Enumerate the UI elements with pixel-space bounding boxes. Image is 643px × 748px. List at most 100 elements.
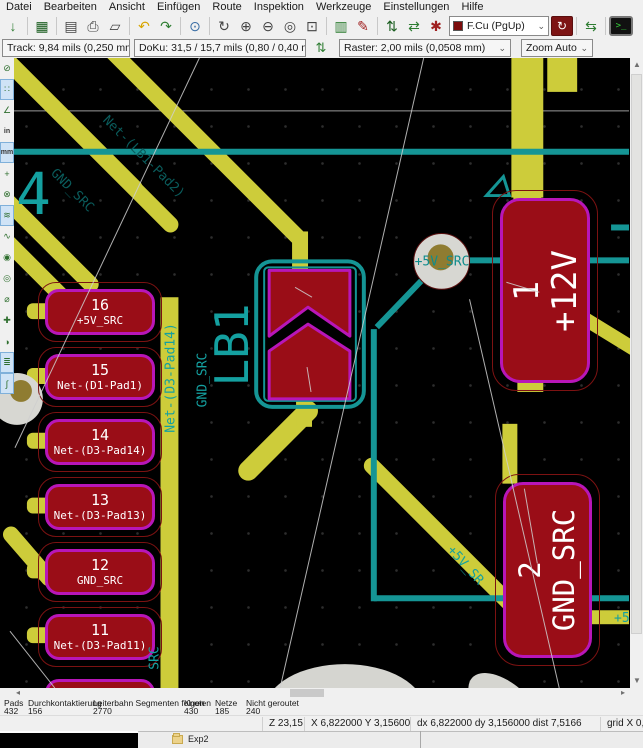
grid-visibility-icon[interactable]: ∷ [0,79,14,100]
track-width-value: Track: 9,84 mils (0,250 mm) * [7,42,129,54]
menu-einfuegen[interactable]: Einfügen [156,1,201,13]
chevron-down-icon: ⌄ [580,42,588,53]
menu-inspektion[interactable]: Inspektion [253,1,304,13]
track-via-swap-icon[interactable]: ⇅ [315,40,327,55]
net-label-src-vertical: SRC [147,646,163,670]
update-netlist-icon[interactable]: ⇅ [386,17,398,34]
scroll-left-icon[interactable]: ◂ [16,688,21,697]
zoom-fit-icon[interactable]: ◎ [283,17,297,34]
zoom-in-icon[interactable]: ⊕ [240,17,252,34]
swap-layers-icon[interactable]: ⇆ [585,17,597,34]
track-outline-icon[interactable]: ⌀ [4,294,10,304]
pad-13[interactable]: 13 Net-(D3-Pad13) [45,484,155,530]
layer-select[interactable]: F.Cu (PgUp) ⌄ [449,16,549,36]
print-icon[interactable]: ⎙ [87,17,99,34]
folder-icon [172,733,183,744]
menu-ansicht[interactable]: Ansicht [108,1,145,13]
zoom-select[interactable]: Zoom Auto ⌄ [521,39,593,57]
status-tracks-label: Leiterbahn Segmenten folgen [93,698,205,708]
pad-number: 14 [90,426,110,444]
via-display-icon[interactable]: ◎ [3,273,11,283]
save-icon[interactable]: ↓ [9,18,17,34]
vertical-scroll-thumb[interactable] [631,74,642,634]
zoom-out-icon[interactable]: ⊖ [262,17,274,34]
toolbar-separator [56,17,57,35]
layer-select-value: F.Cu (PgUp) [467,20,525,32]
units-mm-icon[interactable]: mm [0,142,14,163]
net-label-d3-pad14-vertical: Net-(D3-Pad14) [163,323,179,433]
pad-14[interactable]: 14 Net-(D3-Pad14) [45,419,155,465]
refresh-view-icon[interactable]: ↻ [218,17,230,34]
menu-einstellungen[interactable]: Einstellungen [383,1,450,13]
pad12-outline [38,542,162,602]
redo-icon[interactable]: ↷ [160,17,172,34]
scroll-up-icon[interactable]: ▲ [633,60,641,69]
microwave-tools-icon[interactable]: ∫ [0,373,14,394]
find-icon[interactable]: ⊙ [189,17,201,34]
scroll-down-icon[interactable]: ▼ [633,676,641,685]
drc-off-icon[interactable]: ⊘ [3,63,11,73]
scroll-right-icon[interactable]: ▸ [621,688,626,697]
pad2-number: 2 [513,561,547,579]
scripting-console-icon[interactable]: >_ [609,16,633,36]
scrollbar-corner [630,688,643,698]
pad-net: Net-(D1-Pad1) [56,379,144,392]
via-size-select[interactable]: DoKu: 31,5 / 15,7 mils (0,80 / 0,40 mm) … [134,39,306,57]
menu-route[interactable]: Route [212,1,242,13]
horizontal-scrollbar[interactable]: ◂ ▸ [14,688,630,698]
footprint-library-icon[interactable]: ▥ [334,17,348,34]
toolbar-separator [605,17,606,35]
status-bar-coords: Z 23,15 X 6,822000 Y 3,156000 dx 6,82200… [0,715,643,731]
menu-hilfe[interactable]: Hilfe [461,1,484,13]
pad-10[interactable]: 10 [45,679,155,688]
drc-icon[interactable]: ✱ [430,17,442,34]
high-contrast-icon[interactable]: ◑ [4,336,10,347]
track-width-select[interactable]: Track: 9,84 mils (0,250 mm) * ⌄ [2,39,130,57]
ratsnest-hide-icon[interactable]: ⊗ [3,189,11,199]
highlight-net-icon[interactable]: ✚ [3,315,11,325]
page-settings-icon[interactable]: ▤ [64,17,78,34]
status-nodes-label: Knoten [184,698,211,708]
pad-11[interactable]: 11 Net-(D3-Pad11) [45,614,155,660]
ratsnest-curved-icon[interactable]: ≋ [0,205,14,226]
zoom-selection-icon[interactable]: ⊡ [306,17,318,34]
pcb-canvas[interactable]: 16 +5V_SRC 15 Net-(D1-Pad1) 14 Net-(D3-P… [0,58,630,688]
plot-icon[interactable]: ▱ [109,17,121,34]
grid-select[interactable]: Raster: 2,00 mils (0,0508 mm) ⌄ [339,39,511,57]
status-nets-value: 185 [215,706,230,716]
status-cursor-position: X 6,822000 Y 3,156000 [304,716,410,731]
menu-bearbeiten[interactable]: Bearbeiten [43,1,97,13]
zone-outline-icon[interactable]: ◉ [3,252,11,262]
vertical-scrollbar[interactable]: ▲ ▼ [630,58,643,688]
layer-pair-toggle-icon[interactable]: ↻ [551,16,573,36]
pad-number: 12 [90,556,110,574]
polar-coords-icon[interactable]: ∠ [2,105,12,115]
horizontal-scroll-thumb[interactable] [290,689,324,697]
menu-datei[interactable]: Datei [6,1,32,13]
net-label-plus5-right: +5 [614,611,630,626]
zone-display-icon[interactable]: ∿ [3,231,11,241]
footprint-properties-icon[interactable]: ✎ [357,17,369,34]
layer-color-swatch [453,21,463,31]
undo-icon[interactable]: ↶ [138,17,150,34]
pad-number: 16 [90,296,110,314]
toolbar-separator [129,17,130,35]
board-setup-icon[interactable]: ▦ [35,17,49,34]
status-unrouted-value: 240 [246,706,261,716]
toolbar-separator [180,17,181,35]
chevron-down-icon: ⌄ [498,42,506,53]
status-pads-label: Pads [4,698,24,708]
pad-12[interactable]: 12 GND_SRC [45,549,155,595]
menu-werkzeuge[interactable]: Werkzeuge [315,1,372,13]
cursor-shape-icon[interactable]: + [4,168,10,179]
status-tracks-value: 2770 [93,706,112,716]
secondary-toolbar: Track: 9,84 mils (0,250 mm) * ⌄ DoKu: 31… [0,38,643,58]
pad-16[interactable]: 16 +5V_SRC [45,289,155,335]
pad-net: +5V_SRC [76,314,124,327]
units-inch-icon[interactable]: in [3,128,11,135]
pad-15[interactable]: 15 Net-(D1-Pad1) [45,354,155,400]
layers-manager-icon[interactable]: ≣ [0,352,14,373]
folder-name[interactable]: Exp2 [188,734,209,744]
update-pcb-icon[interactable]: ⇄ [408,17,420,34]
status-bar-counts: Pads 432 Durchkontaktierung 156 Leiterba… [0,698,643,715]
